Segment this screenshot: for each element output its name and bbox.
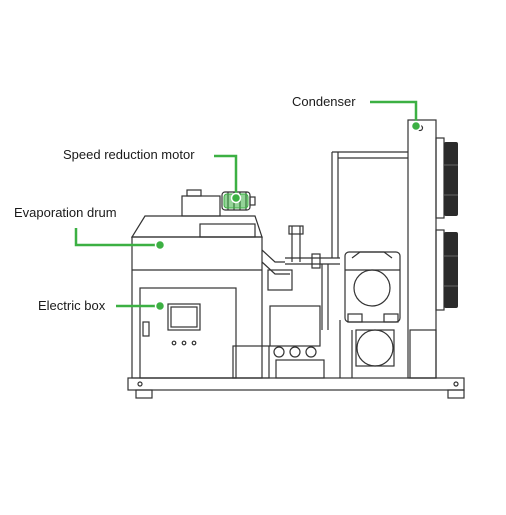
label-condenser: Condenser: [292, 94, 356, 109]
bolt: [453, 381, 459, 387]
valve-block: [267, 269, 293, 291]
suction-pipe: [321, 264, 329, 330]
motor-leader: [214, 154, 238, 196]
support: [339, 320, 353, 378]
line-art: [127, 119, 465, 399]
pipe-cap: [288, 225, 304, 235]
label-speed-reduction-motor: Speed reduction motor: [63, 147, 195, 162]
compressor-head: [353, 269, 391, 307]
gauge: [273, 346, 285, 358]
drum-leader: [74, 228, 158, 247]
drum-top-plate: [199, 223, 256, 238]
compressor-body: [344, 251, 401, 323]
handle: [142, 321, 150, 337]
gauge: [305, 346, 317, 358]
gauge: [289, 346, 301, 358]
discharge-pipe: [331, 152, 339, 258]
fan-mount: [435, 137, 445, 219]
drum-dot: [154, 239, 166, 251]
side-box: [232, 345, 270, 379]
pipe: [261, 249, 285, 263]
drum-top: [130, 215, 263, 238]
discharge-pipe-top: [332, 151, 408, 159]
compressor-top: [351, 251, 393, 259]
condenser-fan-top: [444, 142, 458, 216]
base-foot-right: [447, 389, 465, 399]
motor-end: [249, 196, 256, 206]
base-frame: [127, 377, 465, 391]
oil-separator-frame: [355, 329, 395, 367]
button: [191, 340, 197, 346]
gearbox: [181, 195, 221, 217]
gearbox-cap: [186, 189, 202, 197]
condenser-bottom: [409, 329, 437, 379]
electric-box: [139, 287, 237, 379]
vertical-pipe: [291, 226, 301, 262]
condenser-dot: [410, 120, 422, 132]
button: [181, 340, 187, 346]
pipe: [261, 261, 290, 275]
callout-dots: [154, 120, 422, 312]
label-evaporation-drum: Evaporation drum: [14, 205, 117, 220]
receiver-tank: [269, 305, 321, 347]
condenser-fans: [444, 142, 458, 308]
condenser-body: [407, 119, 437, 379]
gauge-panel: [275, 359, 325, 379]
compressor-foot: [383, 313, 399, 323]
control-screen: [167, 303, 201, 331]
label-electric-box: Electric box: [38, 298, 106, 313]
oil-separator: [356, 329, 394, 367]
condenser-fan-bottom: [444, 232, 458, 308]
callout-lines: [74, 100, 418, 308]
base-foot-left: [135, 389, 153, 399]
button: [171, 340, 177, 346]
bolt: [137, 381, 143, 387]
pipe-flange: [311, 253, 321, 269]
electric-box-dot: [154, 300, 166, 312]
motor-dot: [230, 192, 242, 204]
condenser-leader: [370, 100, 418, 124]
compressor-foot: [347, 313, 363, 323]
control-screen-inner: [170, 306, 198, 328]
fan-mount: [435, 229, 445, 311]
